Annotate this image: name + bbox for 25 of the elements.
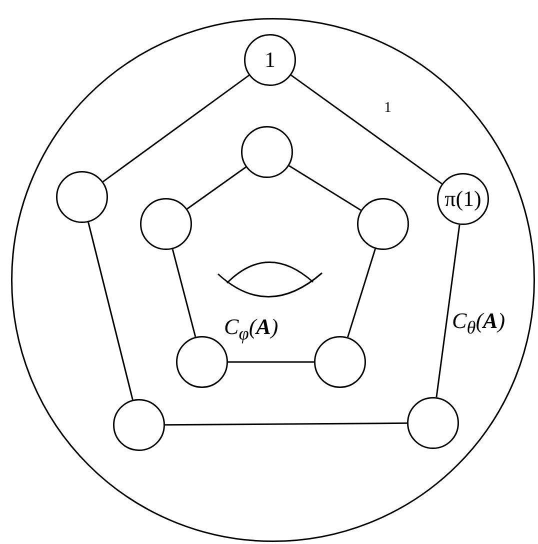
- vertex-circle: [140, 198, 192, 250]
- edge-line: [290, 74, 442, 184]
- edge-line: [102, 74, 250, 182]
- edge-line: [186, 166, 246, 210]
- enclosing-circle: [11, 18, 535, 542]
- edge-line: [436, 224, 460, 398]
- vertex-circle: [407, 397, 459, 449]
- cycle-label: C$_{φ}$(A): [224, 314, 278, 344]
- edge-line: [228, 361, 314, 363]
- edge-line: [165, 422, 407, 426]
- vertex-circle: [113, 399, 165, 451]
- vertex-circle: [357, 198, 409, 250]
- edge-line: [88, 222, 134, 400]
- vertex-circle: [241, 126, 293, 178]
- vertex-circle: [314, 336, 366, 388]
- vertex-label: π(1): [444, 186, 482, 212]
- edge-line: [347, 248, 376, 338]
- vertex-circle: [176, 336, 228, 388]
- edge-line: [288, 165, 362, 211]
- vertex-circle: [437, 173, 489, 225]
- vertex-circle: [56, 171, 108, 223]
- vertex-label: 1: [264, 47, 276, 73]
- cycle-label: C$_{θ}$(A): [452, 308, 506, 338]
- edge-line: [172, 248, 196, 338]
- vertex-circle: [244, 34, 296, 86]
